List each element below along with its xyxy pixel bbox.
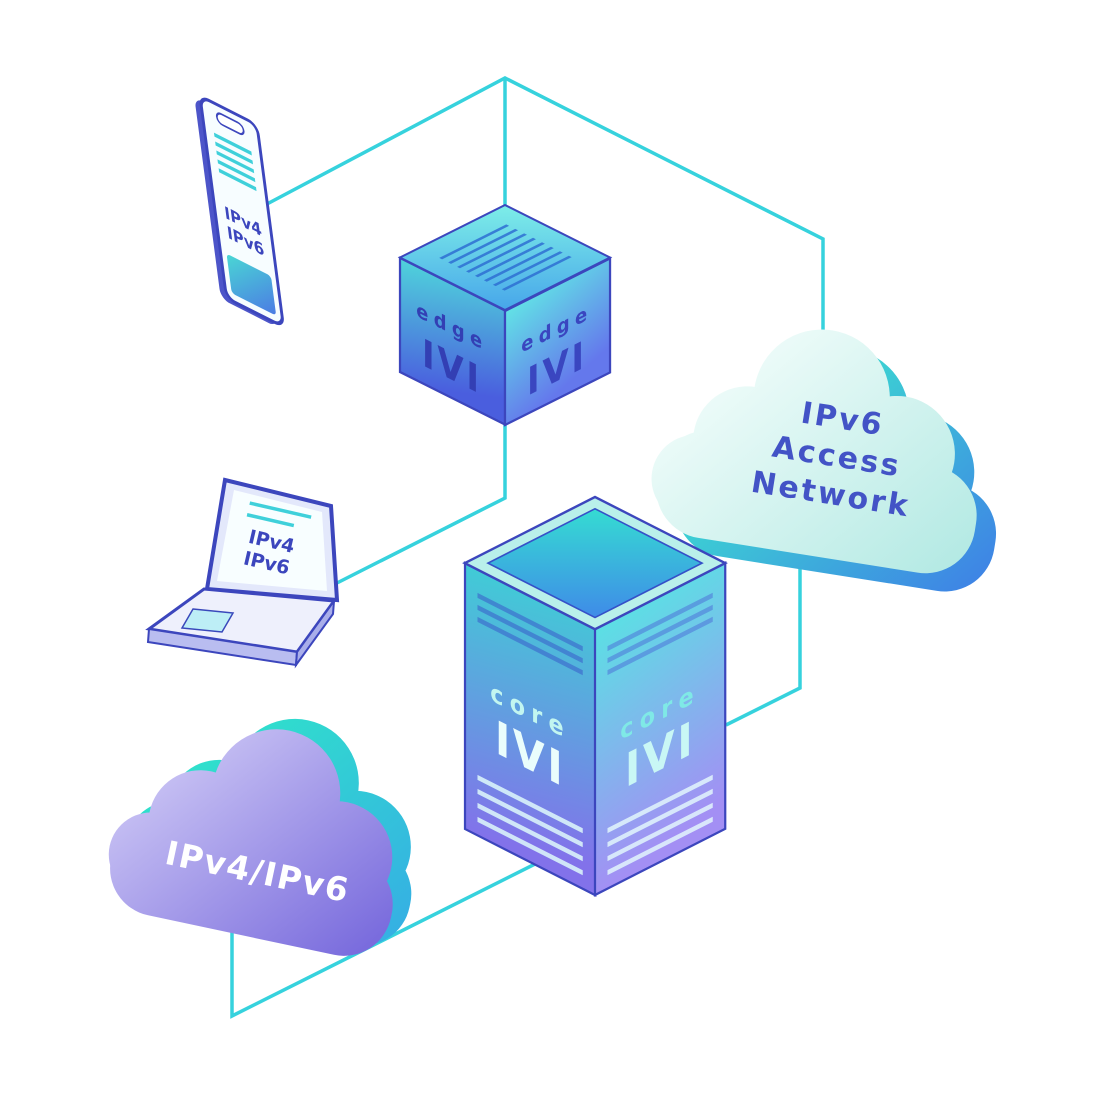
ipv4-ipv6-cloud-body [97,699,425,965]
connector-ipv4ipv6-cloud-to-core [230,857,546,1019]
laptop-base-right [294,597,336,669]
ipv4-ipv6-cloud: IPv4/IPv6 [97,688,444,965]
core-router-tower: core IVI core IVI [462,495,728,897]
laptop-trackpad [180,608,235,633]
connector-access-cloud-to-core [725,545,802,727]
core-router-right-face: core IVI [593,561,727,897]
phone-device: IPv4 IPv6 [195,97,284,326]
phone-screen-text-lines [213,132,257,192]
core-router-left-top-vents [477,592,583,676]
phone-notch [215,112,245,136]
phone-bottom-panel [226,255,276,315]
connector-lines [230,76,825,1019]
connector-phone-to-access-cloud [266,76,825,335]
laptop-device: IPv4 IPv6 [145,477,340,669]
core-router-right-top-vents [607,592,713,676]
core-router-right-bottom-vents [607,774,713,876]
core-router-top-panel [486,507,704,619]
edge-router-cube: edge IVI edge IVI [397,203,613,427]
edge-router-left-face: edge IVI [398,256,507,427]
edge-router-top-face [397,203,613,312]
core-router-top-face [462,495,728,631]
edge-router-vent-lines [439,224,572,291]
core-router-left-bottom-vents [477,774,583,876]
connector-edge-router-to-laptop [334,423,507,586]
ipv6-access-cloud: IPv6 Access Network [643,305,1022,599]
edge-router-right-face: edge IVI [503,256,612,427]
